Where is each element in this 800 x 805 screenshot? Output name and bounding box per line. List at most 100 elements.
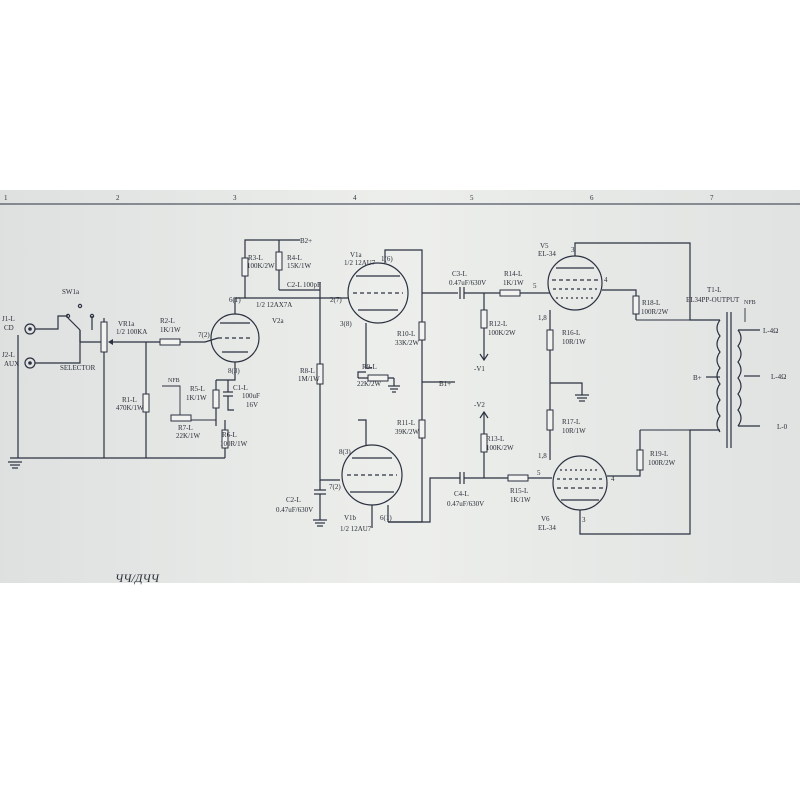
r14-name: R14-L [504,270,522,278]
rail-v1: -V1 [474,365,485,373]
r4-name: R4-L [287,254,302,262]
resistor-r7 [170,414,192,422]
r15-name: R15-L [510,487,528,495]
resistor-r18 [632,295,640,315]
resistor-r4 [275,251,283,271]
t1-out3: L-0 [777,423,788,431]
v6-pin-right: 4 [611,475,615,483]
resistor-r2 [159,338,181,346]
c2a-value: 100pF [303,281,321,289]
v5-type: EL-34 [538,250,556,258]
rail-v2: -V2 [474,401,485,409]
t1-name: T1-L [707,286,721,294]
v5-name: V5 [540,242,549,250]
v1a-pin-plate: 1(6) [381,255,393,263]
r1-name: R1-L [122,396,137,404]
r3-name: R3-L [248,254,263,262]
v6-pin-bottom: 3 [582,516,586,524]
ruler-number: 5 [470,194,474,202]
r12-name: R12-L [489,320,507,328]
t1-out2: L-4Ω [771,373,786,381]
v2-pin-cath: 8(3) [228,367,240,375]
r7-value: 22K/1W [176,432,201,440]
t1-type: EL34PP-OUTPUT [686,296,740,304]
tube-v1a-icon [347,262,409,324]
ruler-number: 4 [353,194,357,202]
secondary-winding-icon [737,329,742,427]
r18-value: 100R/2W [641,308,669,316]
r17-name: R17-L [562,418,580,426]
r14-value: 1K/1W [503,279,524,287]
t1-nfb: NFB [744,300,756,306]
rail-b2: B2+ [300,237,312,245]
r13-value: 100K/2W [486,444,514,452]
v2-name: V2a [272,317,285,325]
v2-pin-grid: 7(2) [198,331,210,339]
r5-value: 1K/1W [186,394,207,402]
output-stage: V5 EL-34 3 5 4 1,8 R18-L 100R/2W R16-L 1… [533,242,720,535]
resistor-r10 [418,321,426,341]
v1b-pin-grid: 7(2) [329,483,341,491]
v5-pin-heater: 1,8 [538,314,547,322]
r6-name: R6-L [222,431,237,439]
r5-name: R5-L [190,385,205,393]
r8-value: 1M/1W [298,375,320,383]
resistor-r15 [507,474,529,482]
r2-name: R2-L [160,317,175,325]
c4-name: C4-L [454,490,469,498]
c3-value: 0.47uF/630V [449,279,486,287]
r15-value: 1K/1W [510,496,531,504]
coupling-section: C3-L 0.47uF/630V R14-L 1K/1W R12-L 100K/… [388,270,552,523]
ruler-number: 7 [710,194,714,202]
r17-value: 10R/1W [562,427,586,435]
handwritten-note: ЧЧ/ДЧЧ [115,571,160,585]
r10-value: 33K/2W [395,339,420,347]
label-selector: SELECTOR [60,364,96,372]
t1-out1: L-4Ω [763,327,778,335]
selector-switch-icon [65,303,95,342]
rail-bplus: B+ [693,374,702,382]
c1-voltage: 16V [246,401,258,409]
r13-name: R13-L [486,435,504,443]
output-transformer: T1-L EL34PP-OUTPUT L-4Ω L-4Ω L-0 NFB B+ [686,286,788,448]
r4-value: 15K/1W [287,262,312,270]
r9-name: R9-L [362,363,377,371]
v1a-type: 1/2 12AU7 [344,259,376,267]
v1b-type: 1/2 12AU7 [340,525,372,533]
r16-value: 10R/1W [562,338,586,346]
ground-icon [8,461,22,469]
c1-name: C1-L [233,384,248,392]
v1b-pin-plate: 6(1) [380,514,392,522]
r11-name: R11-L [397,419,415,427]
r11-value: 39K/2W [395,428,420,436]
c2b-value: 0.47uF/630V [276,506,313,514]
r2-value: 1K/1W [160,326,181,334]
r1-value: 470K/1W [116,404,144,412]
ruler-number: 1 [4,194,8,202]
phase-splitter-stage: V1a 1/2 12AU7 1(6) 2(7) 3(8) R10-L 33K/2… [276,249,458,533]
v1b-name: V1b [344,514,357,522]
v1a-name: V1a [350,251,363,259]
r7-name: R7-L [178,424,193,432]
v2-type: 1/2 12AX7A [256,301,292,309]
c1-value: 100uF [242,392,260,400]
v1b-pin-cath: 8(3) [339,448,351,456]
ruler-number: 3 [233,194,237,202]
resistor-r5 [212,389,220,409]
r18-name: R18-L [642,299,660,307]
r12-value: 100K/2W [488,329,516,337]
vr1-value: 1/2 100KA [116,328,147,336]
v6-type: EL-34 [538,524,556,532]
label-j1-sub: CD [4,324,14,332]
ground-icon [313,519,327,527]
r16-name: R16-L [562,329,580,337]
v1a-pin-cath: 3(8) [340,320,352,328]
ground-icon [575,394,589,402]
v1a-pin-grid: 2(7) [330,296,342,304]
label-j2-sub: AUX [4,360,19,368]
vr1-name: VR1a [118,320,135,328]
v5-pin-right: 4 [604,276,608,284]
label-nfb-small: NFB [168,378,180,384]
